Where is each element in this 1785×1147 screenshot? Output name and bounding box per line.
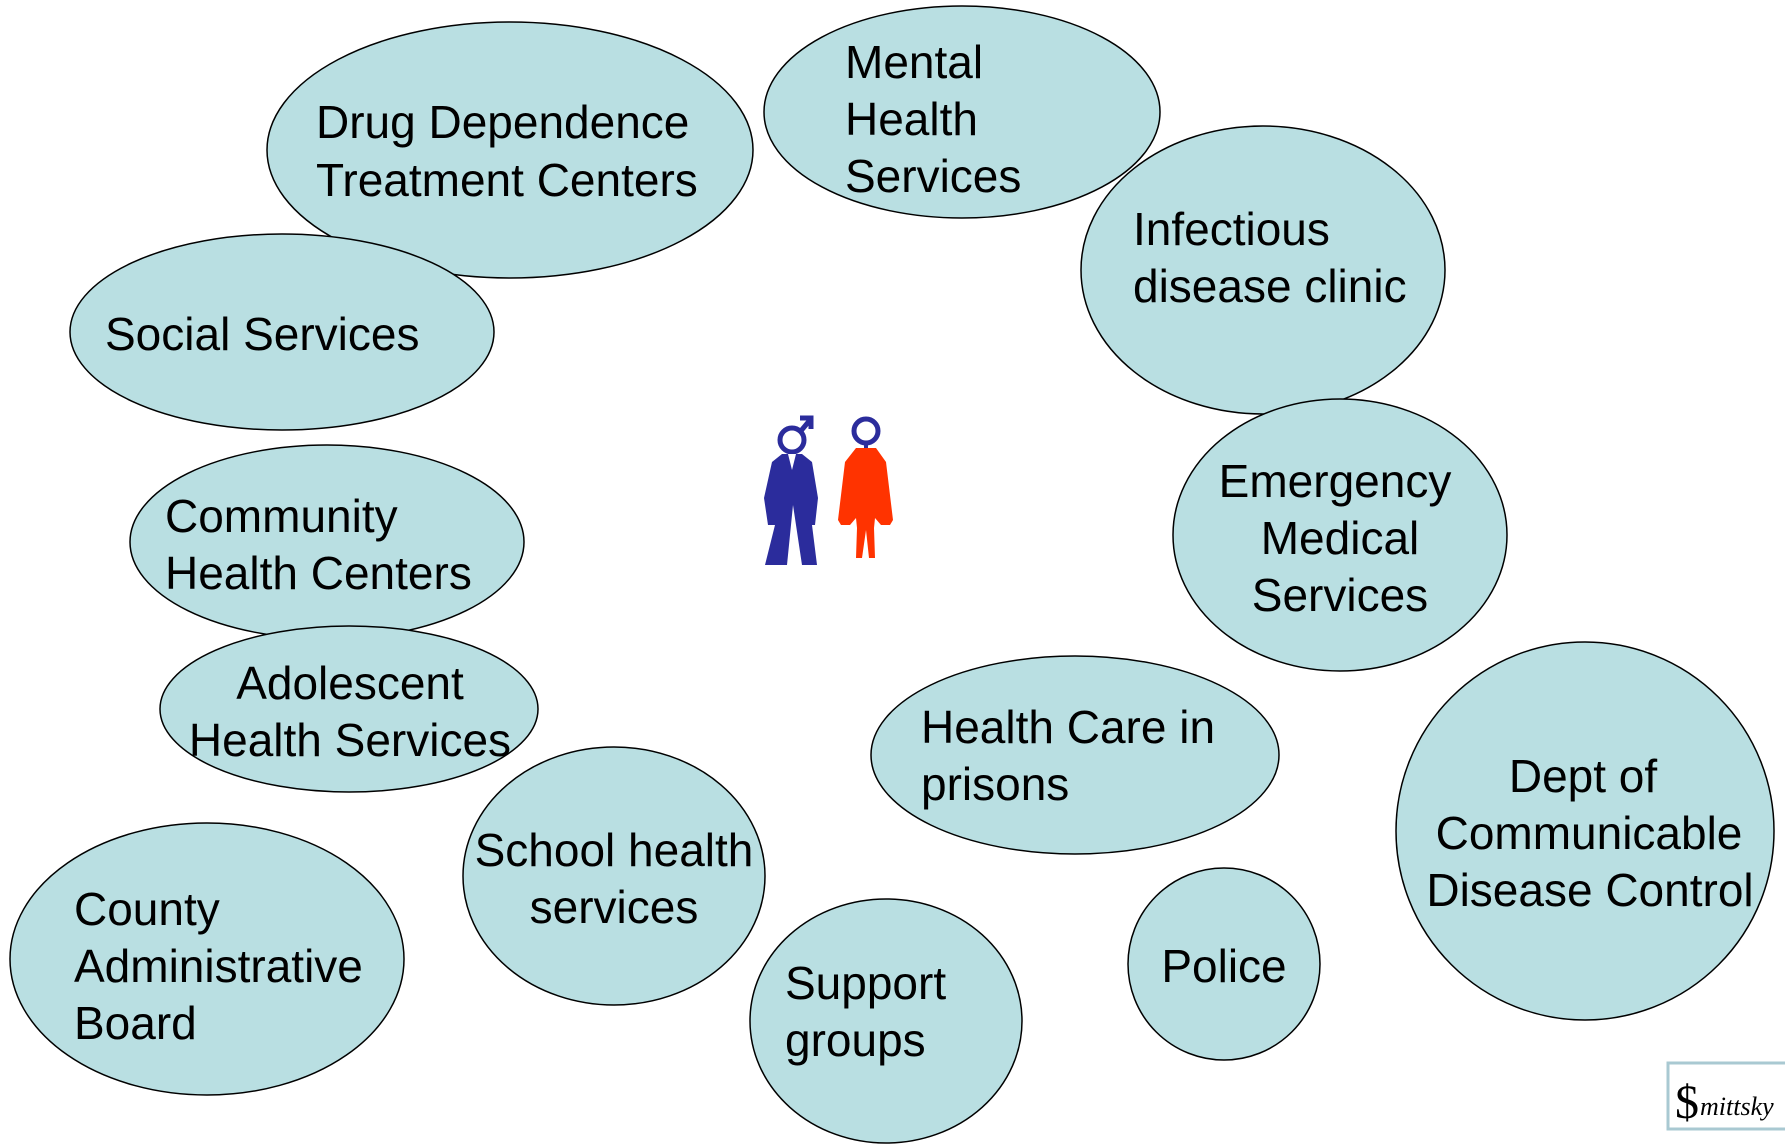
female-figure bbox=[838, 416, 893, 558]
bubble-support-groups-line-1: Support bbox=[785, 957, 946, 1009]
bubble-drug-dependence-line-1: Drug Dependence bbox=[316, 96, 689, 148]
bubble-health-care-prisons-line-1: Health Care in bbox=[921, 701, 1215, 753]
bubble-emergency-medical: Emergency Medical Services bbox=[1172, 398, 1508, 672]
bubble-county-admin: County Administrative Board bbox=[9, 822, 405, 1096]
smittsky-logo: $ mittsky bbox=[1666, 1061, 1785, 1131]
bubble-infectious-disease-line-1: Infectious bbox=[1133, 203, 1330, 255]
bubble-health-care-prisons: Health Care in prisons bbox=[870, 655, 1280, 855]
bubble-community-health-line-1: Community bbox=[165, 490, 398, 542]
bubble-dept-communicable-line-1: Dept of bbox=[1509, 750, 1658, 802]
male-figure bbox=[764, 415, 818, 565]
bubble-mental-health-line-1: Mental bbox=[845, 36, 983, 88]
bubble-support-groups: Support groups bbox=[749, 898, 1023, 1144]
bubble-school-health-line-1: School health bbox=[475, 824, 754, 876]
bubble-emergency-medical-line-2: Medical bbox=[1261, 512, 1420, 564]
bubble-dept-communicable-line-3: Disease Control bbox=[1426, 864, 1753, 916]
bubble-police-line-1: Police bbox=[1161, 940, 1286, 992]
bubble-adolescent-health-line-2: Health Services bbox=[189, 714, 511, 766]
bubble-school-health-line-2: services bbox=[530, 881, 699, 933]
bubble-mental-health: Mental Health Services bbox=[763, 5, 1161, 219]
bubble-county-admin-line-2: Administrative bbox=[74, 940, 363, 992]
bubble-social-services-line-1: Social Services bbox=[105, 308, 419, 360]
logo-text: mittsky bbox=[1700, 1092, 1774, 1121]
bubble-school-health: School health services bbox=[462, 746, 766, 1006]
bubble-infectious-disease: Infectious disease clinic bbox=[1080, 125, 1446, 415]
bubble-community-health: Community Health Centers bbox=[129, 444, 525, 640]
bubble-police: Police bbox=[1127, 867, 1321, 1061]
bubble-drug-dependence-line-2: Treatment Centers bbox=[316, 154, 698, 206]
bubble-emergency-medical-line-1: Emergency bbox=[1219, 455, 1452, 507]
bubble-county-admin-line-3: Board bbox=[74, 997, 197, 1049]
bubble-support-groups-line-2: groups bbox=[785, 1014, 926, 1066]
bubble-dept-communicable: Dept of Communicable Disease Control bbox=[1395, 641, 1775, 1021]
bubble-adolescent-health: Adolescent Health Services bbox=[159, 625, 539, 793]
bubble-mental-health-line-2: Health bbox=[845, 93, 978, 145]
bubble-health-care-prisons-line-2: prisons bbox=[921, 758, 1069, 810]
male-symbol-icon bbox=[777, 415, 814, 455]
bubble-county-admin-line-1: County bbox=[74, 883, 220, 935]
logo-dollar-glyph: $ bbox=[1675, 1076, 1699, 1129]
bubble-infectious-disease-line-2: disease clinic bbox=[1133, 260, 1407, 312]
bubble-dept-communicable-line-2: Communicable bbox=[1436, 807, 1743, 859]
bubble-mental-health-line-3: Services bbox=[845, 150, 1021, 202]
bubble-drug-dependence: Drug Dependence Treatment Centers bbox=[266, 21, 754, 279]
bubble-emergency-medical-line-3: Services bbox=[1252, 569, 1428, 621]
bubble-social-services: Social Services bbox=[69, 233, 495, 431]
bubble-community-health-line-2: Health Centers bbox=[165, 547, 472, 599]
bubble-adolescent-health-line-1: Adolescent bbox=[236, 657, 464, 709]
